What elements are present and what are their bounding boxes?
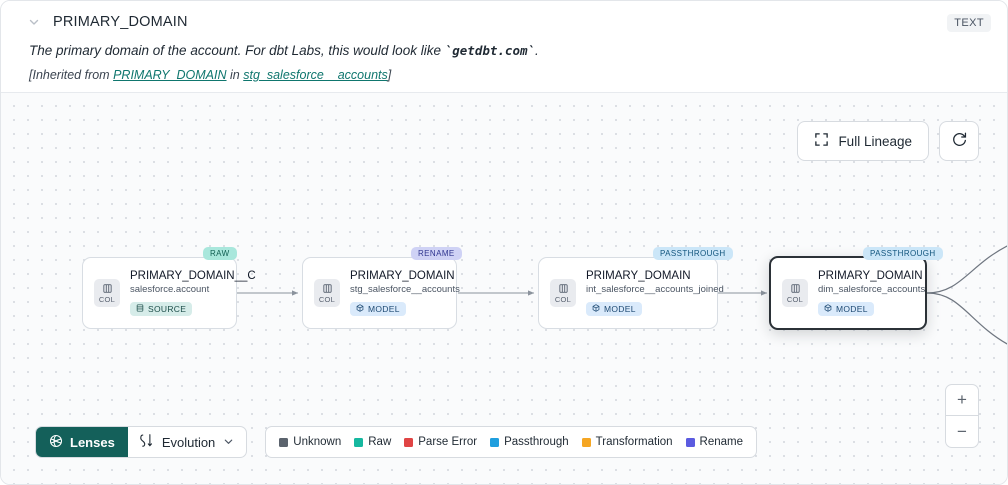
lineage-node[interactable]: RENAME COL PRIMARY_DOMAIN stg_salesforce… xyxy=(302,247,462,330)
node-tag: RENAME xyxy=(411,247,462,261)
legend-item: Parse Error xyxy=(404,436,477,448)
legend-item: Transformation xyxy=(581,436,673,449)
inherited-mid: in xyxy=(226,68,244,83)
node-tag: PASSTHROUGH xyxy=(653,247,733,261)
legend-swatch xyxy=(685,437,695,447)
inherited-suffix: ] xyxy=(387,68,392,83)
node-kind-label: MODEL xyxy=(836,303,868,314)
zoom-out-button[interactable]: − xyxy=(957,421,967,441)
lenses-label: Lenses xyxy=(70,434,115,450)
cube-icon xyxy=(824,304,832,314)
legend-item: Unknown xyxy=(279,436,341,448)
node-title: PRIMARY_DOMAIN__C xyxy=(130,269,256,282)
inherited-column-link[interactable]: PRIMARY_DOMAIN xyxy=(113,68,227,83)
node-kind-label: MODEL xyxy=(368,303,400,314)
lineage-edges xyxy=(237,245,1007,345)
full-lineage-label: Full Lineage xyxy=(838,133,912,149)
expand-corners-icon xyxy=(814,132,829,150)
column-type-badge: TEXT xyxy=(947,14,991,32)
full-lineage-button[interactable]: Full Lineage xyxy=(797,121,929,162)
legend-swatch xyxy=(581,437,591,447)
evolution-flow-icon xyxy=(139,433,154,451)
node-subtitle: stg_salesforce__accounts xyxy=(350,283,460,295)
node-subtitle: dim_salesforce_accounts xyxy=(818,283,926,295)
node-subtitle: int_salesforce__accounts_joined xyxy=(586,283,724,295)
legend-label: Passthrough xyxy=(504,436,569,449)
zoom-controls: + − xyxy=(945,384,979,449)
lineage-canvas[interactable]: Full Lineage + − RAW xyxy=(1,92,1007,484)
node-kind-label: SOURCE xyxy=(148,303,187,314)
col-icon: COL xyxy=(314,279,340,308)
legend-item: Raw xyxy=(354,436,391,448)
description-code: `getdbt.com` xyxy=(444,43,536,58)
inherited-model-link[interactable]: stg_salesforce__accounts xyxy=(243,68,388,83)
col-label: COL xyxy=(98,294,116,304)
lineage-node[interactable]: PASSTHROUGH COL PRIMARY_DOMAIN int_sales… xyxy=(538,247,733,330)
legend-label: Rename xyxy=(699,436,744,449)
chevron-down-icon xyxy=(223,435,234,450)
node-title: PRIMARY_DOMAIN xyxy=(586,269,691,282)
page-title: PRIMARY_DOMAIN xyxy=(53,14,188,30)
node-subtitle: salesforce.account xyxy=(130,283,210,295)
legend-item: Passthrough xyxy=(490,436,569,448)
node-kind-pill: MODEL xyxy=(350,301,406,316)
column-header: PRIMARY_DOMAIN TEXT The primary domain o… xyxy=(1,1,1007,93)
lineage-node[interactable]: RAW COL PRIMARY_DOMAIN__C salesforce.acc… xyxy=(82,247,256,330)
column-description: The primary domain of the account. For d… xyxy=(29,42,991,60)
refresh-icon xyxy=(951,131,968,151)
legend-swatch xyxy=(279,437,289,447)
lenses-evolution-group: Lenses Evolution xyxy=(35,426,248,459)
chevron-down-icon[interactable] xyxy=(25,13,43,31)
col-icon: COL xyxy=(94,279,120,308)
legend-label: Transformation xyxy=(595,436,673,449)
canvas-toolbar: Lenses Evolution xyxy=(35,426,758,459)
legend-swatch xyxy=(490,437,500,447)
lineage-legend: Unknown Raw Parse Error Passthrough Tran… xyxy=(265,426,758,459)
node-kind-label: MODEL xyxy=(604,303,636,314)
node-tag: PASSTHROUGH xyxy=(863,247,943,261)
evolution-dropdown[interactable]: Evolution xyxy=(128,427,246,457)
node-kind-pill: SOURCE xyxy=(130,301,193,316)
node-kind-pill: MODEL xyxy=(586,301,642,316)
legend-item: Rename xyxy=(685,436,744,449)
legend-swatch xyxy=(404,437,414,447)
description-suffix: . xyxy=(535,43,539,58)
legend-label: Unknown xyxy=(293,436,342,449)
evolution-label: Evolution xyxy=(161,434,216,450)
col-icon: COL xyxy=(782,279,808,308)
refresh-button[interactable] xyxy=(939,121,979,162)
lineage-node-selected[interactable]: PASSTHROUGH COL PRIMARY_DOMAIN dim_sales… xyxy=(769,247,943,331)
col-label: COL xyxy=(318,294,336,304)
lens-aperture-icon xyxy=(49,434,63,451)
col-label: COL xyxy=(554,294,572,304)
col-label: COL xyxy=(786,294,804,304)
node-title: PRIMARY_DOMAIN xyxy=(350,269,455,282)
inherited-prefix: [Inherited from xyxy=(29,68,114,83)
legend-label: Parse Error xyxy=(418,436,478,449)
canvas-controls: Full Lineage xyxy=(797,121,979,162)
description-text: The primary domain of the account. For d… xyxy=(29,43,445,58)
cube-icon xyxy=(356,304,364,314)
zoom-in-button[interactable]: + xyxy=(946,385,978,417)
cube-icon xyxy=(592,304,600,314)
legend-swatch xyxy=(354,437,364,447)
node-kind-pill: MODEL xyxy=(818,301,874,316)
col-icon: COL xyxy=(550,279,576,308)
inherited-note: [Inherited from PRIMARY_DOMAIN in stg_sa… xyxy=(29,68,991,82)
lenses-button[interactable]: Lenses xyxy=(36,427,128,458)
node-tag: RAW xyxy=(203,247,237,261)
legend-label: Raw xyxy=(368,436,392,449)
node-title: PRIMARY_DOMAIN xyxy=(818,269,923,282)
database-icon xyxy=(136,304,144,314)
